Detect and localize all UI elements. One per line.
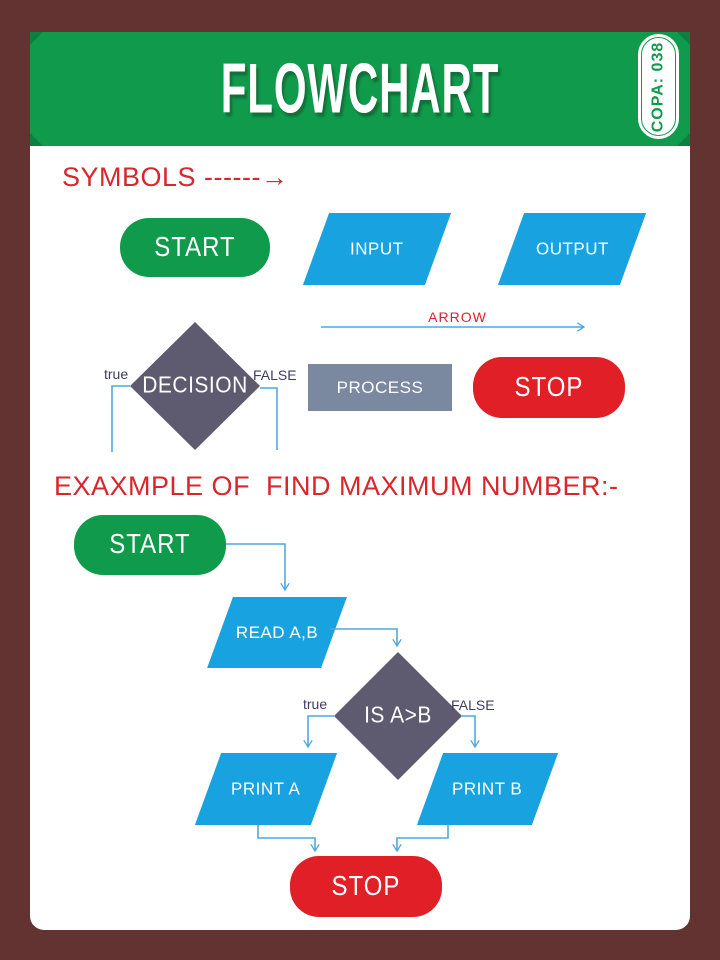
symbol-arrow-label: ARROW — [428, 309, 487, 325]
symbol-true-label: true — [104, 366, 129, 382]
example-read-label: READ A,B — [235, 622, 319, 642]
symbol-start-terminator: START — [120, 218, 270, 277]
symbol-decision-label: DECISION — [142, 373, 248, 398]
example-print-a-label: PRINT A — [231, 778, 301, 799]
corner-mark — [30, 32, 43, 45]
symbols-heading: SYMBOLS ------→ — [62, 162, 289, 192]
corner-mark — [677, 133, 690, 146]
example-print-b-label: PRINT B — [452, 778, 523, 799]
symbol-output-label: OUTPUT — [535, 238, 609, 259]
header-band: FLOWCHART COPA: 038 — [30, 32, 690, 146]
example-stop-label: STOP — [331, 870, 401, 902]
symbol-process-rectangle: PROCESS — [308, 364, 452, 411]
example-start-node: START — [74, 515, 226, 575]
corner-mark — [30, 133, 43, 146]
symbol-input-label: INPUT — [350, 238, 404, 259]
copa-badge-label: COPA: 038 — [649, 41, 667, 132]
corner-mark — [677, 32, 690, 45]
symbol-start-label: START — [154, 231, 236, 263]
example-decision-label: IS A>B — [364, 703, 432, 728]
example-stop-node: STOP — [290, 856, 442, 917]
example-false-label: FALSE — [451, 697, 495, 713]
symbol-stop-terminator: STOP — [473, 357, 625, 418]
symbol-stop-label: STOP — [514, 371, 584, 403]
poster-card — [30, 32, 690, 930]
example-heading: EXAXMPLE OF FIND MAXIMUM NUMBER:- — [54, 471, 619, 501]
example-true-label: true — [303, 696, 328, 712]
symbol-false-label: FALSE — [253, 367, 297, 383]
page-title: FLOWCHART — [220, 50, 500, 128]
copa-badge: COPA: 038 — [638, 34, 679, 139]
example-start-label: START — [109, 528, 191, 560]
symbol-process-label: PROCESS — [336, 377, 424, 397]
